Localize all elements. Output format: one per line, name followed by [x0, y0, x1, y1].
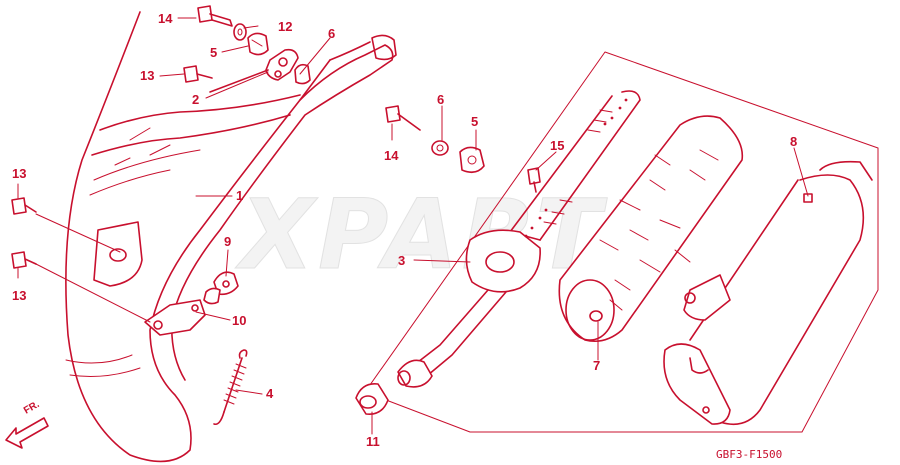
- joint-collar-11[interactable]: [355, 382, 389, 416]
- exhaust-stay-2[interactable]: [209, 48, 299, 93]
- muffler-body[interactable]: [663, 160, 873, 426]
- screw-15[interactable]: [527, 167, 541, 193]
- bolt-13-top[interactable]: [183, 65, 213, 83]
- callout-11: 11: [366, 434, 380, 449]
- callout-5-mid: 5: [471, 114, 478, 129]
- exhaust-spring-4[interactable]: [213, 349, 248, 426]
- callout-10: 10: [232, 313, 246, 328]
- glass-wool-packing[interactable]: [558, 115, 744, 343]
- callout-3: 3: [398, 253, 405, 268]
- collar-6-mid[interactable]: [431, 140, 449, 156]
- front-direction-arrow: FR.: [5, 399, 49, 449]
- callout-13-top: 13: [140, 68, 154, 83]
- pipe-mount-plate[interactable]: [93, 221, 143, 287]
- exhaust-pipe[interactable]: [65, 11, 397, 463]
- callout-13-lower: 13: [12, 288, 26, 303]
- callout-4: 4: [266, 386, 274, 401]
- callout-7: 7: [593, 358, 600, 373]
- callout-9: 9: [224, 234, 231, 249]
- collar-6-top[interactable]: [294, 63, 311, 85]
- leader-lines: [17, 17, 809, 435]
- callouts: 14 12 5 6 13 2 13 1 13 9 10 4 14 6 5 15 …: [12, 11, 797, 449]
- bolt-14-mid[interactable]: [385, 105, 421, 131]
- bolt-13-upper-left[interactable]: [11, 197, 37, 215]
- bolt-13-lower-left[interactable]: [11, 251, 37, 269]
- mount-bracket[interactable]: [144, 299, 206, 336]
- callout-6-mid: 6: [437, 92, 444, 107]
- callout-14-mid: 14: [384, 148, 399, 163]
- diagram-code: GBF3-F1500: [716, 448, 782, 461]
- callout-2: 2: [192, 92, 199, 107]
- callout-1: 1: [236, 188, 243, 203]
- silencer-inner-pipe[interactable]: [397, 90, 641, 388]
- washer-12[interactable]: [233, 23, 247, 41]
- rubber-5-mid[interactable]: [459, 146, 485, 174]
- callout-8: 8: [790, 134, 797, 149]
- callout-13-upper: 13: [12, 166, 26, 181]
- bolt-14-top[interactable]: [197, 5, 233, 27]
- callout-12: 12: [278, 19, 292, 34]
- callout-15: 15: [550, 138, 564, 153]
- rubber-5-top[interactable]: [247, 32, 269, 56]
- rubber-grommet-9[interactable]: [203, 271, 239, 305]
- callout-5-top: 5: [210, 45, 217, 60]
- callout-6-top: 6: [328, 26, 335, 41]
- front-label: FR.: [22, 399, 42, 417]
- callout-14-top: 14: [158, 11, 173, 26]
